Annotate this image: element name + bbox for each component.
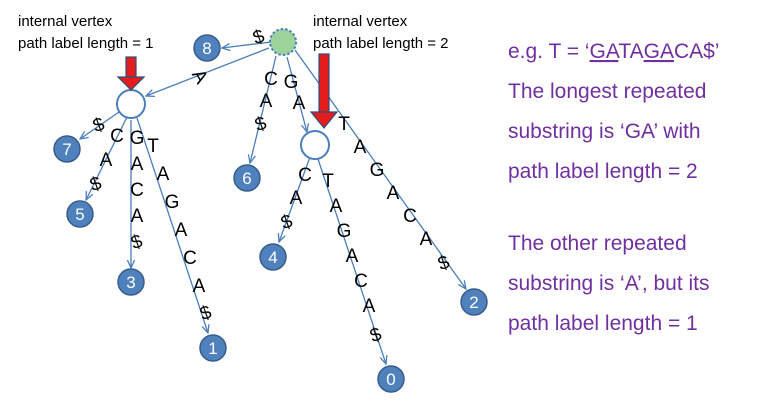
- edge-label-char-nodeGA-leaf0-4: C: [354, 271, 368, 292]
- edge-label-char-root-leaf2-0: T: [338, 114, 350, 135]
- edge-nodeGA-leaf4: [279, 156, 311, 242]
- edge-label-char-nodeA-leaf3-1: A: [131, 154, 144, 175]
- svg-text:2: 2: [469, 293, 478, 312]
- left-annotation-title: internal vertex: [18, 13, 113, 30]
- edge-label-char-root-leaf2-2: G: [370, 160, 385, 181]
- edge-label-char-nodeGA-leaf0-3: A: [346, 246, 359, 267]
- edge-label-char-nodeA-leaf5-1: A: [100, 150, 113, 171]
- edge-label-char-root-leaf2-4: C: [403, 206, 417, 227]
- edge-label-char-root-leaf6-1: A: [260, 91, 273, 112]
- edge-label-char-nodeA-leaf1-5: A: [193, 276, 206, 297]
- left-annotation-length: path label length = 1: [18, 35, 154, 52]
- side-line-3: substring is ‘GA’ with: [508, 120, 701, 143]
- svg-text:1: 1: [208, 339, 217, 358]
- leaf-1: 1: [199, 334, 227, 362]
- leaf-4: 4: [259, 243, 287, 271]
- edge-label-char-nodeGA-leaf4-1: A: [290, 188, 303, 209]
- edge-label-char-root-leaf2-3: A: [387, 183, 400, 204]
- svg-text:8: 8: [202, 39, 211, 58]
- edge-root-leaf8: [222, 41, 272, 48]
- edge-label-char-nodeGA-leaf0-6: $: [367, 324, 385, 347]
- edge-label-char-nodeA-leaf7-0: $: [90, 114, 108, 137]
- edge-label-char-nodeA-leaf3-3: A: [131, 206, 144, 227]
- arrow-internal-node-a: [116, 56, 146, 91]
- edge-label-char-root-nodeGA-1: A: [293, 93, 306, 114]
- svg-text:4: 4: [268, 248, 277, 267]
- edge-nodeA-leaf1: [136, 117, 208, 333]
- leaf-7: 7: [53, 135, 81, 163]
- edge-nodeGA-leaf0: [317, 158, 386, 364]
- svg-text:0: 0: [386, 370, 395, 389]
- edge-label-char-nodeA-leaf3-0: G: [130, 128, 145, 149]
- leaf-8: 8: [193, 34, 221, 62]
- edge-label-char-nodeGA-leaf0-2: G: [337, 221, 352, 242]
- svg-text:7: 7: [62, 140, 71, 159]
- edge-nodeA-leaf7: [80, 109, 123, 139]
- side-line-5: The other repeated: [508, 232, 687, 255]
- edge-label-char-nodeA-leaf1-2: G: [165, 192, 180, 213]
- leaf-0: 0: [377, 365, 405, 393]
- edge-label-char-nodeGA-leaf0-5: A: [363, 296, 376, 317]
- edge-root-nodeA: [146, 47, 270, 96]
- edge-label-char-nodeGA-leaf0-1: A: [330, 196, 343, 217]
- svg-text:5: 5: [75, 205, 84, 224]
- svg-text:6: 6: [242, 169, 251, 188]
- edge-label-char-nodeA-leaf1-6: $: [197, 302, 215, 325]
- edge-label-char-nodeA-leaf5-0: C: [110, 126, 124, 147]
- edge-label-char-root-leaf6-0: C: [264, 69, 278, 90]
- svg-text:3: 3: [126, 273, 135, 292]
- edge-root-leaf6: [250, 55, 277, 163]
- edge-label-char-root-leaf2-1: A: [354, 137, 367, 158]
- right-annotation-title: internal vertex: [313, 13, 408, 30]
- side-line-2: The longest repeated: [508, 80, 706, 103]
- side-line-6: substring is ‘A’, but its: [508, 272, 710, 295]
- edge-label-char-nodeA-leaf3-2: C: [130, 180, 144, 201]
- example-string: e.g. T = ‘GATAGACA$’: [508, 40, 719, 63]
- edge-label-char-root-leaf2-6: $: [435, 252, 453, 275]
- edge-label-char-root-leaf8-0: $: [250, 26, 268, 49]
- right-annotation-length: path label length = 2: [313, 35, 449, 52]
- edge-label-char-root-leaf6-2: $: [252, 113, 270, 136]
- arrow-internal-node-ga: [309, 53, 339, 129]
- edge-root-nodeGA: [286, 56, 307, 132]
- edge-label-char-nodeA-leaf1-4: C: [183, 248, 197, 269]
- leaf-2: 2: [460, 288, 488, 316]
- edge-nodeA-leaf5: [86, 116, 128, 200]
- edge-label-char-nodeA-leaf1-3: A: [175, 220, 188, 241]
- edge-label-char-root-leaf2-5: A: [420, 229, 433, 250]
- edge-label-char-nodeA-leaf1-1: A: [157, 164, 170, 185]
- internal-node-ga: [300, 130, 330, 160]
- side-line-4: path label length = 2: [508, 160, 698, 183]
- edge-label-char-root-nodeGA-0: G: [284, 72, 299, 93]
- edge-label-char-nodeA-leaf1-0: T: [147, 136, 159, 157]
- edge-label-char-nodeGA-leaf4-2: $: [278, 211, 296, 234]
- internal-node-a: [116, 89, 146, 119]
- leaf-3: 3: [117, 268, 145, 296]
- root-node: [269, 28, 297, 56]
- edge-label-char-nodeGA-leaf4-0: C: [298, 165, 312, 186]
- leaf-6: 6: [233, 164, 261, 192]
- side-line-7: path label length = 1: [508, 312, 698, 335]
- edge-label-char-nodeGA-leaf0-0: T: [322, 171, 334, 192]
- leaf-5: 5: [66, 200, 94, 228]
- edge-label-char-root-nodeA-0: A: [187, 66, 212, 88]
